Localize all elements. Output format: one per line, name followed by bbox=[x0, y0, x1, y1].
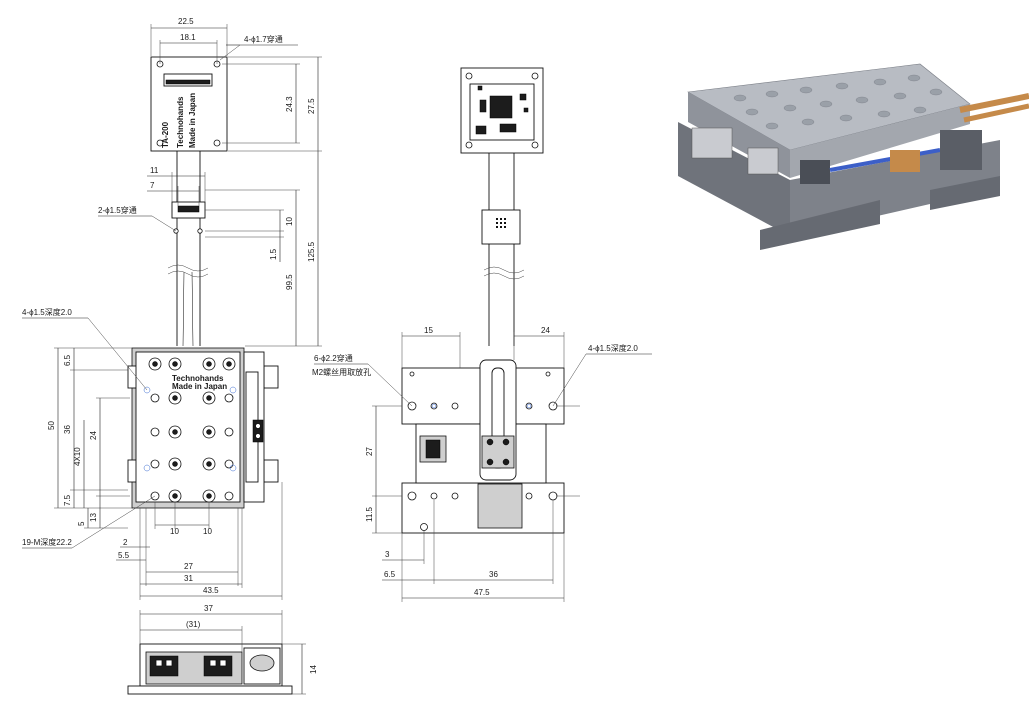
dim-6-5: 6.5 bbox=[63, 354, 72, 366]
stage-side-motor bbox=[252, 419, 264, 443]
flex-cable-trace bbox=[182, 271, 185, 347]
stage-flange bbox=[263, 459, 279, 483]
callout-4-phi-1-7: 4-ϕ1.7穿通 bbox=[244, 34, 283, 44]
dim-125-5: 125.5 bbox=[307, 241, 316, 262]
bottom-view: 37 (31) 14 bbox=[127, 604, 318, 695]
dim-10-a: 10 bbox=[170, 527, 179, 536]
side-dim-27: 27 bbox=[365, 447, 374, 456]
dim-50: 50 bbox=[47, 421, 56, 430]
dim-43-5: 43.5 bbox=[203, 586, 219, 595]
dim-11: 11 bbox=[150, 166, 159, 175]
dim-37: 37 bbox=[204, 604, 213, 613]
bottom-motor bbox=[249, 654, 275, 672]
dim-1-5: 1.5 bbox=[269, 248, 278, 260]
callout-19-m-depth: 19-M深度22.2 bbox=[22, 537, 72, 547]
side-view: 15 24 6-ϕ2.2穿通 M2螺丝用取放孔 4-ϕ1.5深度2.0 27 1… bbox=[312, 67, 652, 602]
side-screw bbox=[255, 423, 261, 429]
dim-22-5: 22.5 bbox=[178, 17, 194, 26]
break-line bbox=[167, 270, 209, 278]
board-brand-label: Technohands bbox=[176, 96, 185, 148]
side-bottom-block bbox=[477, 483, 523, 529]
dim-13: 13 bbox=[89, 513, 98, 522]
thread-hole-grid bbox=[148, 357, 236, 503]
board-origin-label: Made in Japan bbox=[188, 93, 197, 148]
side-dim-15: 15 bbox=[424, 326, 433, 335]
side-pcb-chip bbox=[489, 95, 513, 119]
front-view: TA-200 Technohands Made in Japan bbox=[22, 17, 322, 600]
side-callout-4-phi-1-5: 4-ϕ1.5深度2.0 bbox=[588, 343, 638, 353]
side-cable-connector bbox=[481, 209, 521, 245]
side-dim-11-5: 11.5 bbox=[365, 506, 374, 522]
stage-flange bbox=[263, 365, 279, 389]
blue-hole bbox=[143, 464, 151, 472]
callout-4-phi-1-5-depth: 4-ϕ1.5深度2.0 bbox=[22, 307, 72, 317]
dim-24-3: 24.3 bbox=[285, 96, 294, 112]
dim-31-paren: (31) bbox=[186, 620, 201, 629]
blue-hole bbox=[143, 386, 151, 394]
dim-7: 7 bbox=[150, 181, 155, 190]
side-screw bbox=[255, 433, 261, 439]
dim-27-5: 27.5 bbox=[307, 98, 316, 114]
dim-14: 14 bbox=[309, 665, 318, 674]
connector-board bbox=[150, 56, 228, 152]
dim-2: 2 bbox=[123, 538, 128, 547]
bottom-base bbox=[127, 685, 293, 695]
dim-5: 5 bbox=[77, 521, 86, 526]
callout-2-phi-1-5: 2-ϕ1.5穿通 bbox=[98, 205, 137, 215]
dim-5-5: 5.5 bbox=[118, 551, 130, 560]
cable-connector-body bbox=[177, 205, 200, 213]
dim-10: 10 bbox=[285, 217, 294, 226]
dim-4x10: 4X10 bbox=[73, 447, 82, 466]
flex-cable-trace bbox=[191, 271, 194, 347]
dim-10-b: 10 bbox=[203, 527, 212, 536]
bottom-block bbox=[149, 655, 179, 677]
dim-18-1: 18.1 bbox=[180, 33, 196, 42]
dim-36: 36 bbox=[63, 425, 72, 434]
connector-pins bbox=[165, 79, 211, 85]
dim-99-5: 99.5 bbox=[285, 274, 294, 290]
dim-31: 31 bbox=[184, 574, 193, 583]
side-dim-36: 36 bbox=[489, 570, 498, 579]
side-center-block bbox=[481, 435, 515, 469]
stage-3d-render bbox=[678, 63, 1029, 250]
mount-hole bbox=[213, 139, 221, 147]
bottom-block bbox=[203, 655, 233, 677]
side-dim-3: 3 bbox=[385, 550, 390, 559]
side-dim-6-5: 6.5 bbox=[384, 570, 396, 579]
side-dim-24: 24 bbox=[541, 326, 550, 335]
stage-brand-label: Technohands bbox=[172, 374, 224, 383]
callout-6-phi-2-2: 6-ϕ2.2穿通 bbox=[314, 353, 353, 363]
board-model-label: TA-200 bbox=[161, 121, 170, 148]
cable-hole bbox=[197, 228, 203, 234]
break-line bbox=[167, 264, 209, 272]
stage-top-plate bbox=[135, 351, 241, 503]
dim-24-left: 24 bbox=[89, 431, 98, 440]
mount-hole bbox=[156, 139, 164, 147]
blue-hole bbox=[229, 386, 237, 394]
callout-m2-hole: M2螺丝用取放孔 bbox=[312, 367, 371, 377]
blue-hole bbox=[229, 464, 237, 472]
dim-7-5: 7.5 bbox=[63, 494, 72, 506]
side-dim-47-5: 47.5 bbox=[474, 588, 490, 597]
dim-27-bottom: 27 bbox=[184, 562, 193, 571]
stage-origin-label: Made in Japan bbox=[172, 382, 227, 391]
